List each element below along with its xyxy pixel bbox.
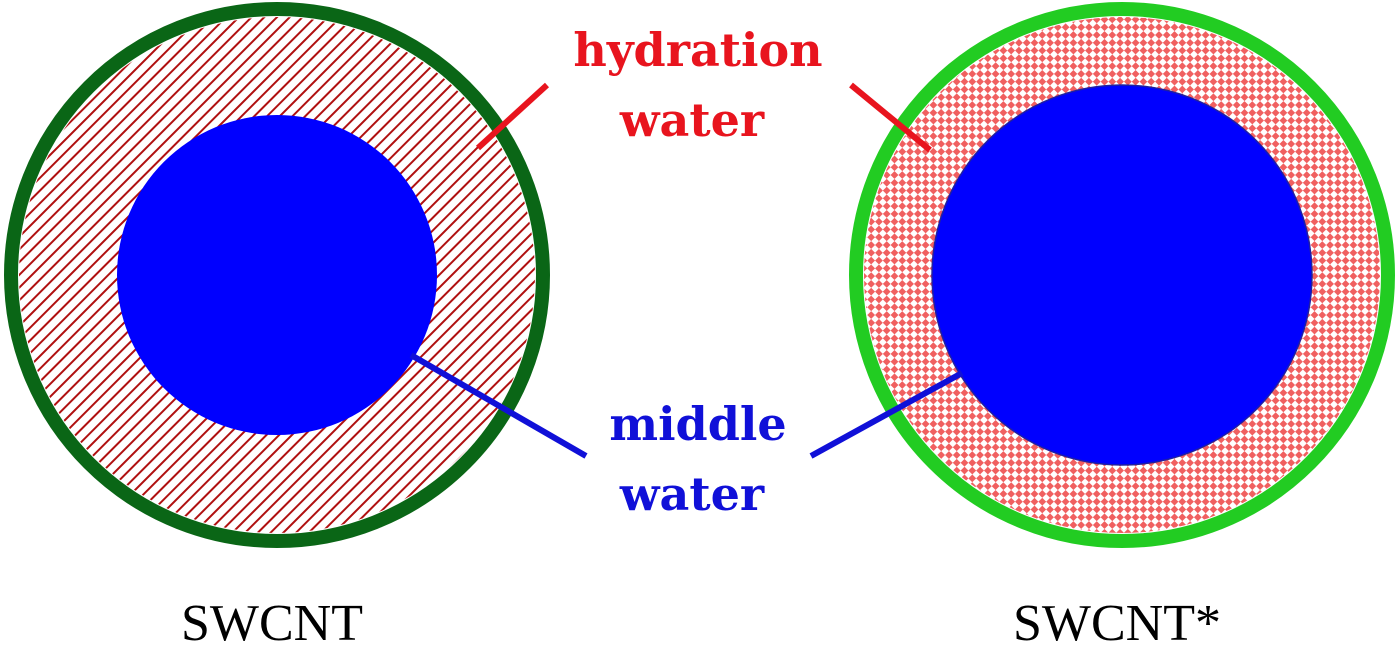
swcnt-tube bbox=[4, 2, 550, 548]
swcnt-star-tube bbox=[849, 2, 1395, 548]
middle-label-line1: middle bbox=[609, 397, 786, 451]
swcnt-name: SWCNT bbox=[181, 595, 363, 648]
hydration-label-line1: hydration bbox=[573, 23, 822, 77]
middle-leader-right bbox=[809, 370, 964, 459]
middle-label-line2: water bbox=[619, 467, 765, 521]
middle-leader-left bbox=[409, 352, 588, 459]
hydration-leader-left bbox=[475, 82, 550, 151]
swcnt-middle-water-core bbox=[117, 115, 437, 435]
hydration-label-line2: water bbox=[619, 93, 765, 147]
swcnt-star-middle-water-core bbox=[931, 84, 1313, 466]
swcnt-star-name: SWCNT* bbox=[1013, 595, 1221, 648]
hydration-leader-right bbox=[849, 82, 932, 153]
